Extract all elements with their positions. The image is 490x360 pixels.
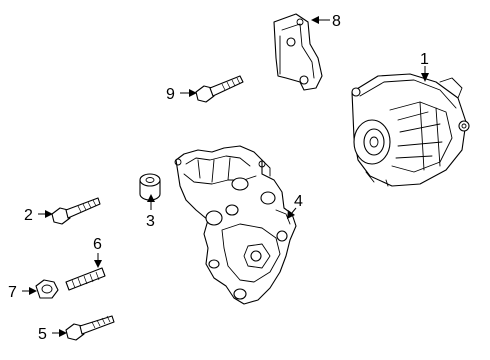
- bolt-5-part: [65, 315, 115, 341]
- spacer-part: [139, 173, 161, 201]
- callout-7: 7: [8, 284, 17, 301]
- bracket-part: [273, 13, 323, 91]
- bolt-2-part: [51, 197, 101, 225]
- callout-5: 5: [38, 326, 47, 343]
- alternator-part: [351, 73, 470, 187]
- callout-2: 2: [24, 207, 33, 224]
- callout-8: 8: [332, 13, 341, 30]
- callout-6: 6: [93, 236, 102, 253]
- bolt-9-part: [195, 75, 244, 103]
- callout-1: 1: [420, 51, 429, 68]
- callout-3: 3: [146, 213, 155, 230]
- stud-6-part: [65, 267, 106, 291]
- leader-lines: [22, 16, 429, 337]
- mounting-bracket-part: [174, 145, 297, 305]
- nut-7-part: [35, 279, 59, 299]
- callout-9: 9: [166, 86, 175, 103]
- callout-4: 4: [294, 193, 303, 210]
